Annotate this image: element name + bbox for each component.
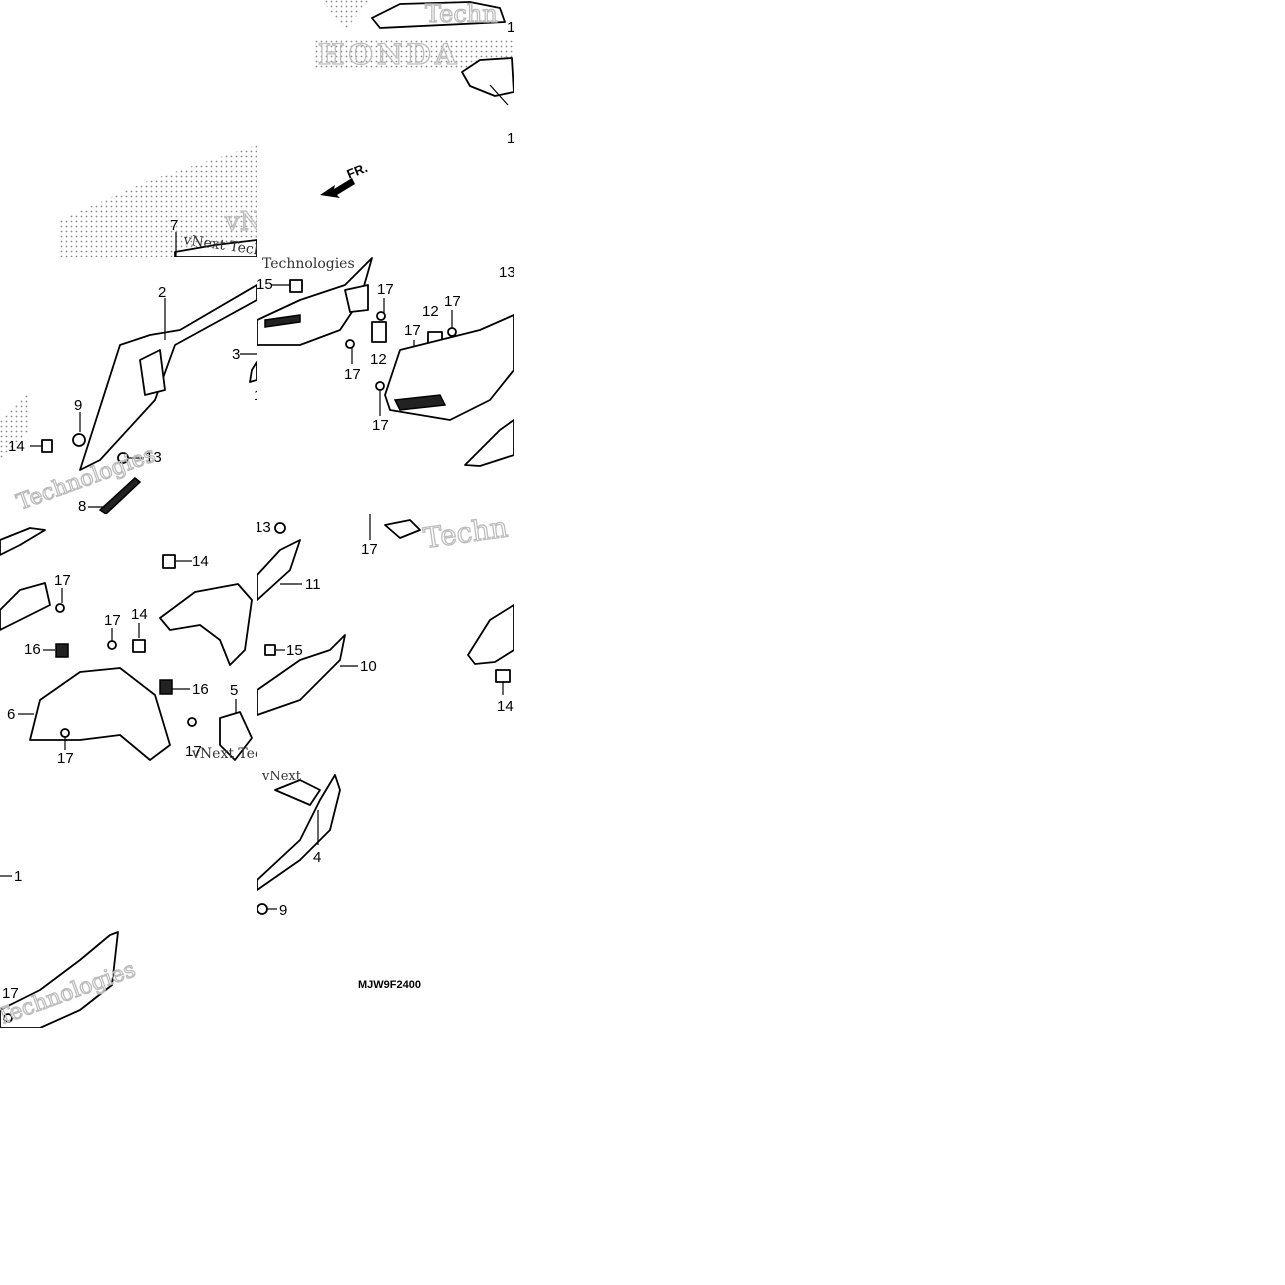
callout-17: 17 xyxy=(2,985,19,1002)
callout-13: 13 xyxy=(254,519,271,536)
rear-cowl-tile: 2 9 14 13 8 3 17 Technologies xyxy=(0,284,271,515)
watermark-text: Technologies xyxy=(262,256,355,272)
callout-17: 17 xyxy=(404,322,421,339)
callout-17: 17 xyxy=(377,281,394,298)
callout-2: 2 xyxy=(158,284,166,301)
callout-17: 17 xyxy=(185,743,202,760)
callout-4: 4 xyxy=(313,849,321,866)
callout-9: 9 xyxy=(74,397,82,414)
watermark-text: vNext xyxy=(224,207,303,237)
honda-logo-tile: HONDA 14 14 Techn FR. xyxy=(315,0,524,198)
honda-watermark: HONDA xyxy=(318,38,460,71)
callout-6: 6 xyxy=(7,706,15,723)
callout-14: 14 xyxy=(192,553,209,570)
callout-16: 16 xyxy=(192,681,209,698)
callout-17: 17 xyxy=(361,541,378,558)
side-cover-parts-tile: 11 13 17 15 10 14 Techn xyxy=(254,510,514,716)
seat-cowl-frame-tile: 15 17 12 17 17 12 17 17 13 Technologies xyxy=(256,256,516,467)
watermark-text: vNext Tech xyxy=(191,746,272,762)
lower-cowl-tile: 17 14 17 14 16 16 6 17 5 17 vNext Tech xyxy=(0,527,272,767)
under-cover-tile: 4 9 vNext xyxy=(257,769,341,919)
callout-17: 17 xyxy=(372,417,389,434)
callout-14: 14 xyxy=(507,130,524,147)
callout-15: 15 xyxy=(256,276,273,293)
callout-15: 15 xyxy=(286,642,303,659)
watermark-text: vNext xyxy=(261,769,302,784)
callout-17: 17 xyxy=(57,750,74,767)
front-label: FR. xyxy=(345,160,370,182)
front-arrow-icon: FR. xyxy=(320,160,370,198)
watermark-text: Techn xyxy=(425,0,498,28)
callout-8: 8 xyxy=(78,498,86,515)
callout-14: 14 xyxy=(497,698,514,715)
callout-12: 12 xyxy=(422,303,439,320)
callout-14: 14 xyxy=(131,606,148,623)
callout-10: 10 xyxy=(360,658,377,675)
callout-3: 3 xyxy=(232,346,240,363)
callout-7: 7 xyxy=(170,217,178,234)
callout-17: 17 xyxy=(54,572,71,589)
callout-17: 17 xyxy=(254,387,271,404)
callout-13: 14 xyxy=(507,19,524,36)
callout-5: 5 xyxy=(230,682,238,699)
callout-17: 17 xyxy=(344,366,361,383)
callout-13: 13 xyxy=(499,264,516,281)
callout-14: 14 xyxy=(8,438,25,455)
watermark-text: Techn xyxy=(421,510,510,554)
lower-panel-tile: 1 17 Technologies xyxy=(0,868,140,1028)
callout-12: 12 xyxy=(370,351,387,368)
callout-11: 11 xyxy=(305,576,321,593)
diagram-code: MJW9F2400 xyxy=(358,979,421,991)
callout-9: 9 xyxy=(279,902,287,919)
callout-1: 1 xyxy=(14,868,22,885)
callout-17: 17 xyxy=(104,612,121,629)
callout-16: 16 xyxy=(24,641,41,658)
callout-17: 17 xyxy=(444,293,461,310)
callout-13: 13 xyxy=(145,449,162,466)
side-cover-tile: 7 vNext Tech vNext xyxy=(60,145,303,257)
